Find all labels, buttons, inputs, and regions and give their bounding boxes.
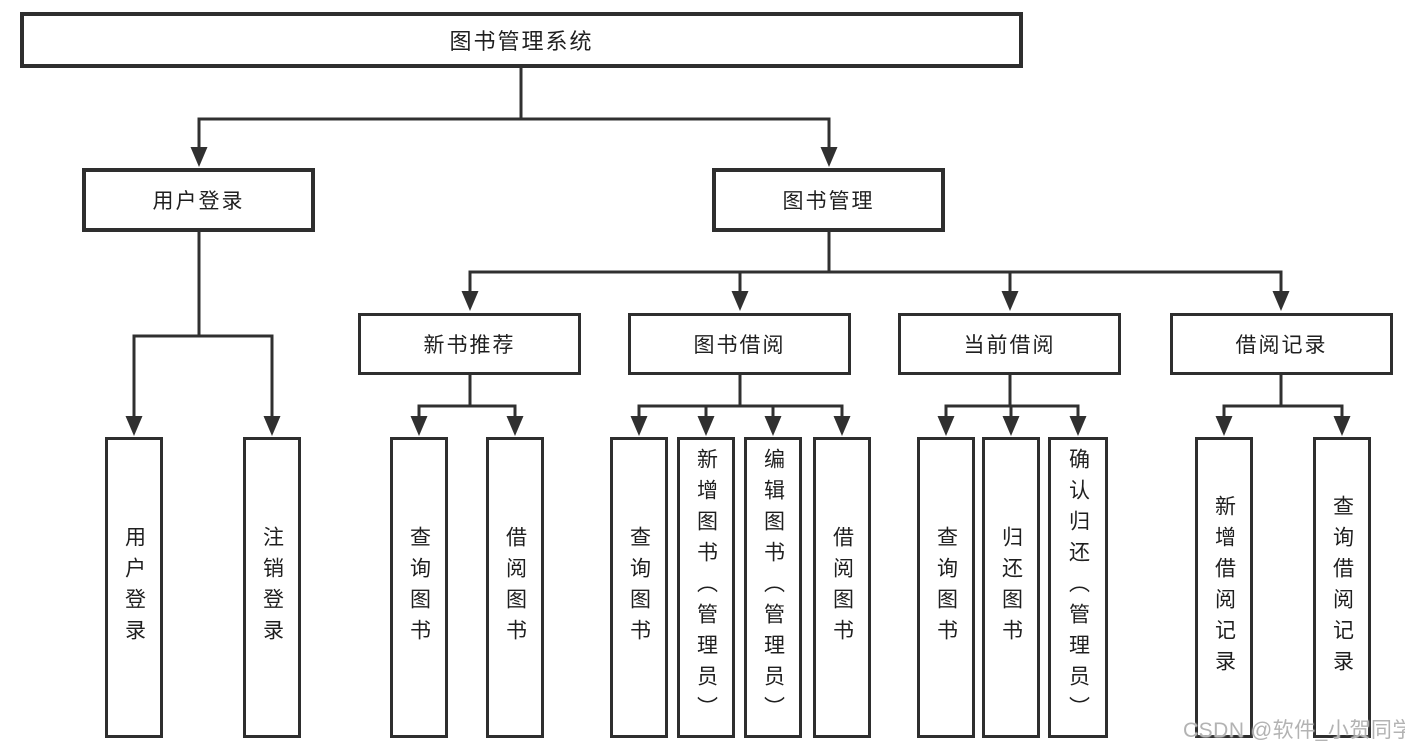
node-book-borrow: 图书借阅 [628, 313, 851, 375]
node-label: 确认归还（管理员） [1066, 448, 1090, 727]
node-label: 查询图书 [934, 525, 958, 650]
node-label: 借阅图书 [830, 525, 854, 650]
arrowhead-icons [125, 147, 1351, 436]
node-library-management-system: 图书管理系统 [20, 12, 1023, 68]
leaf-borrow-book: 借阅图书 [813, 437, 871, 738]
csdn-watermark: CSDN @软件_小贺同学 [1183, 719, 1405, 742]
node-label: 编辑图书（管理员） [761, 448, 785, 727]
node-label: 查询图书 [407, 525, 431, 650]
leaf-query-book-borrow: 查询图书 [610, 437, 668, 738]
node-label: 用户登录 [122, 525, 146, 650]
node-borrow-records: 借阅记录 [1170, 313, 1393, 375]
node-label: 归还图书 [999, 525, 1023, 650]
leaf-logout: 注销登录 [243, 437, 301, 738]
node-label: 图书管理 [782, 190, 875, 213]
leaf-user-login: 用户登录 [105, 437, 163, 738]
leaf-add-borrow-record: 新增借阅记录 [1195, 437, 1253, 738]
leaf-query-book-current: 查询图书 [917, 437, 975, 738]
node-label: 查询借阅记录 [1330, 494, 1354, 681]
leaf-query-borrow-record: 查询借阅记录 [1313, 437, 1371, 738]
node-label: 用户登录 [152, 190, 245, 213]
node-book-management-branch: 图书管理 [712, 168, 945, 232]
node-label: 新书推荐 [423, 334, 516, 357]
node-label: 图书管理系统 [449, 29, 594, 54]
node-label: 新增借阅记录 [1212, 494, 1236, 681]
node-label: 借阅记录 [1235, 334, 1328, 357]
node-label: 注销登录 [260, 525, 284, 650]
node-label: 图书借阅 [693, 334, 786, 357]
leaf-borrow-book-recommend: 借阅图书 [486, 437, 544, 738]
leaf-add-book-admin: 新增图书（管理员） [677, 437, 735, 738]
node-label: 新增图书（管理员） [694, 448, 718, 727]
node-label: 借阅图书 [503, 525, 527, 650]
node-user-login-branch: 用户登录 [82, 168, 315, 232]
node-label: 查询图书 [627, 525, 651, 650]
node-new-book-recommend: 新书推荐 [358, 313, 581, 375]
leaf-query-book-recommend: 查询图书 [390, 437, 448, 738]
leaf-edit-book-admin: 编辑图书（管理员） [744, 437, 802, 738]
node-label: 当前借阅 [963, 334, 1056, 357]
leaf-return-book: 归还图书 [982, 437, 1040, 738]
leaf-confirm-return-admin: 确认归还（管理员） [1048, 437, 1108, 738]
node-current-borrow: 当前借阅 [898, 313, 1121, 375]
